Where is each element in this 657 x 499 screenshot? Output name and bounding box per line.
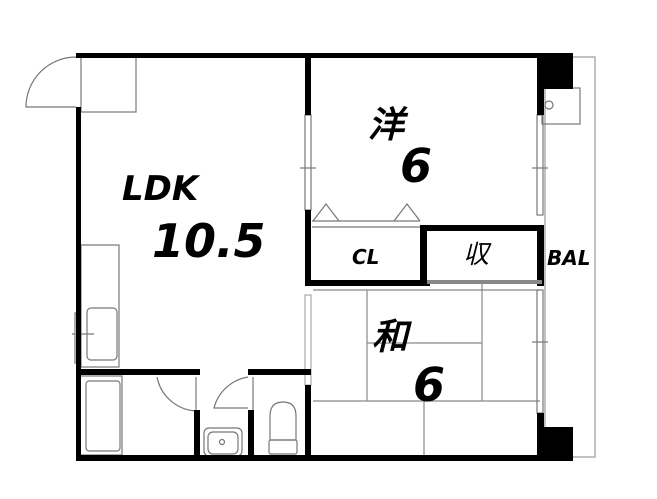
western-room-size: 6 [400,139,433,193]
fixtures [25,56,581,457]
japanese-room-label: 和 [372,317,409,358]
walls [76,53,573,461]
closet-label: CL [352,245,380,269]
ldk-size: 10.5 [152,214,266,268]
japanese-room-size: 6 [413,358,446,412]
ldk-label: LDK [122,169,199,209]
western-room-label: 洋 [368,105,405,146]
balcony-label: BAL [547,246,591,270]
storage-label: 収 [463,240,490,270]
tatami-lines [313,283,540,456]
